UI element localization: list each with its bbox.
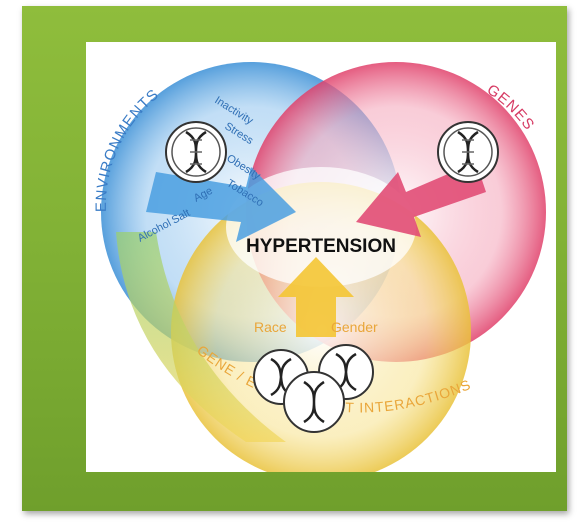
diagram-panel: ENVIRONMENTS GENES GENE / ENVIRONMENT IN… xyxy=(86,42,556,472)
green-frame: ENVIRONMENTS GENES GENE / ENVIRONMENT IN… xyxy=(22,6,567,511)
dna-helix-icon xyxy=(283,371,345,433)
dna-helix-icon xyxy=(165,121,227,183)
diagram-title: HYPERTENSION xyxy=(246,236,396,257)
interaction-arrow xyxy=(278,257,354,337)
environment-arrow xyxy=(146,167,296,242)
dna-helix-icon xyxy=(437,121,499,183)
genes-arrow xyxy=(356,162,486,237)
factor-race: Race xyxy=(254,319,287,335)
factor-gender: Gender xyxy=(331,319,378,335)
hypertension-diagram: ENVIRONMENTS GENES GENE / ENVIRONMENT IN… xyxy=(93,62,546,472)
green-blend xyxy=(116,232,286,442)
